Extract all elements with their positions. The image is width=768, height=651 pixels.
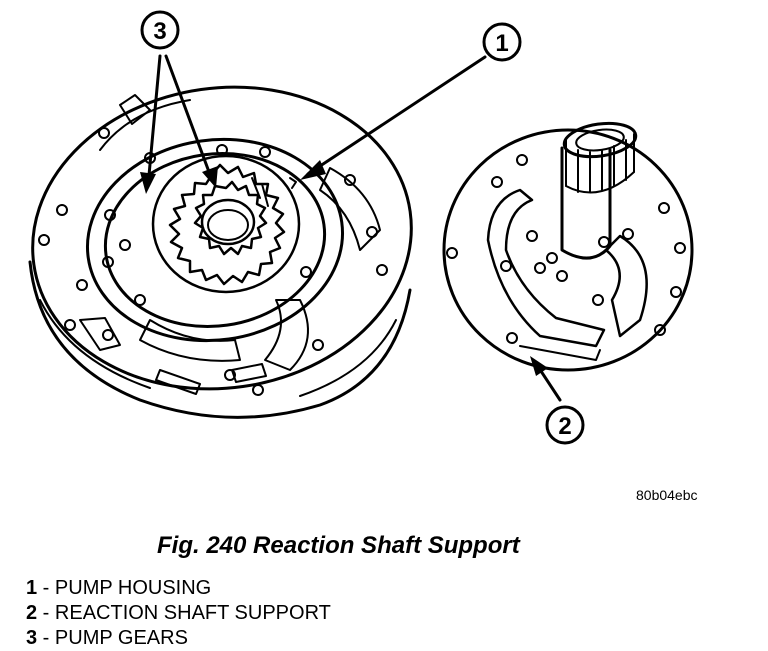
legend-number: 2 xyxy=(26,602,38,624)
callout-circle-1 xyxy=(482,22,522,62)
reaction-shaft-support xyxy=(442,121,694,372)
callout-label-2: 2 xyxy=(558,413,571,440)
legend-item: 1 - PUMP HOUSING xyxy=(26,576,331,601)
legend-number: 1 xyxy=(26,577,38,599)
leader-3a xyxy=(146,54,162,188)
legend-text: PUMP GEARS xyxy=(54,627,188,649)
arrow-heads xyxy=(140,160,548,376)
callout-circle-3 xyxy=(140,10,180,50)
legend-number: 3 xyxy=(26,627,38,649)
figure-caption: Fig. 240 Reaction Shaft Support xyxy=(157,532,520,559)
legend: 1 - PUMP HOUSING 2 - REACTION SHAFT SUPP… xyxy=(26,576,331,651)
legend-text: PUMP HOUSING xyxy=(54,577,212,599)
legend-separator: - xyxy=(37,602,55,624)
outer-pump-gear xyxy=(168,163,286,286)
leader-3b xyxy=(164,54,214,182)
legend-item: 3 - PUMP GEARS xyxy=(26,626,331,651)
legend-item: 2 - REACTION SHAFT SUPPORT xyxy=(26,601,331,626)
image-code: 80b04ebc xyxy=(636,487,698,503)
callout-label-1: 1 xyxy=(495,30,508,57)
leader-1 xyxy=(306,55,487,176)
callout-label-3: 3 xyxy=(153,18,166,45)
pump-diagram: 1 2 3 xyxy=(28,10,694,445)
legend-separator: - xyxy=(37,577,55,599)
legend-text: REACTION SHAFT SUPPORT xyxy=(54,602,331,624)
legend-separator: - xyxy=(37,627,55,649)
callout-circle-2 xyxy=(545,405,585,445)
pump-housing xyxy=(28,85,413,419)
